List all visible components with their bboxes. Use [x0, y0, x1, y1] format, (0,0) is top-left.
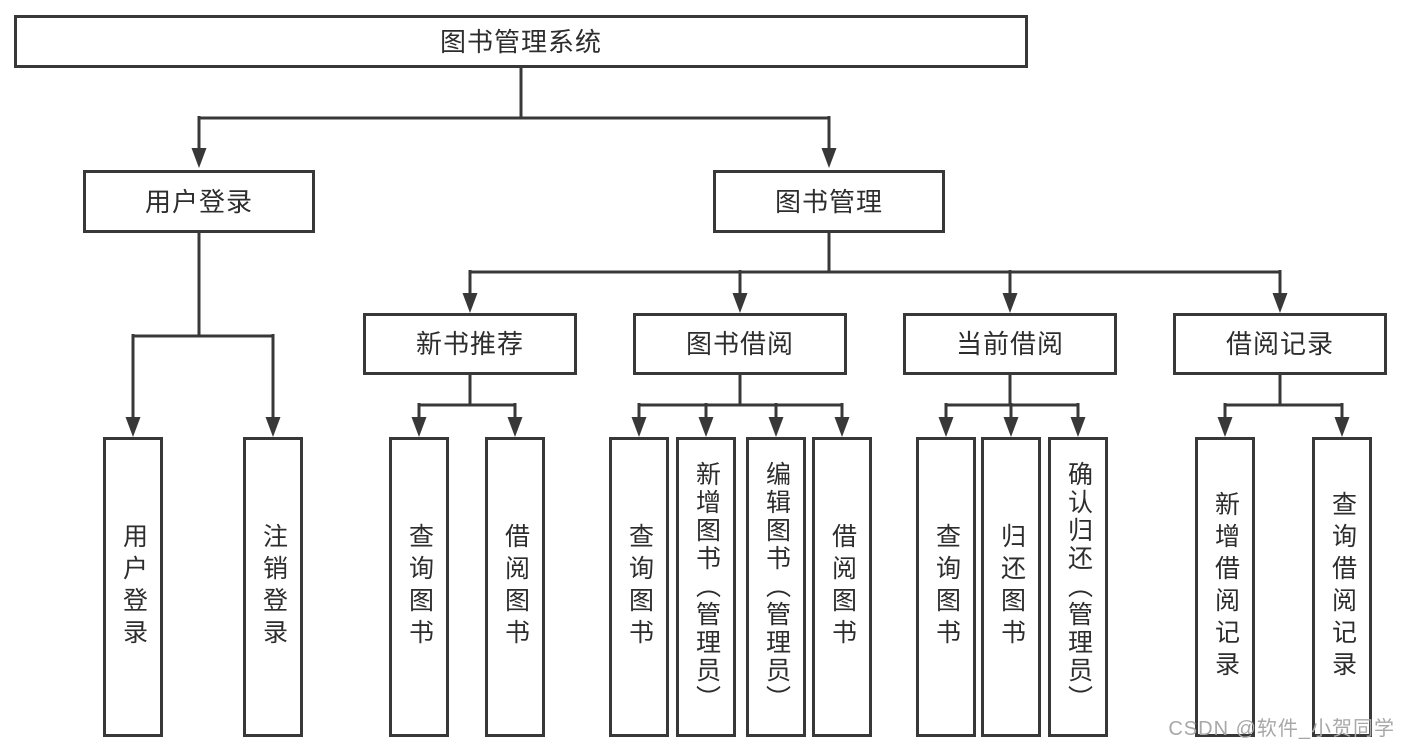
node-new-book-recommend: 新书推荐 — [363, 313, 577, 375]
leaf-bb-query-book: 查询图书 — [609, 437, 669, 737]
node-label: 注销登录 — [259, 523, 288, 651]
node-label: 查询借阅记录 — [1328, 491, 1357, 683]
node-label: 图书管理系统 — [439, 26, 602, 57]
node-label: 归还图书 — [997, 523, 1026, 651]
node-current-borrow: 当前借阅 — [903, 313, 1117, 375]
leaf-br-add-record: 新增借阅记录 — [1195, 437, 1255, 737]
node-label: 查询图书 — [932, 523, 961, 651]
leaf-cb-confirm-return-admin: 确认归还（管理员） — [1048, 437, 1108, 737]
leaf-br-query-record: 查询借阅记录 — [1312, 437, 1372, 737]
node-library-management-system: 图书管理系统 — [14, 15, 1028, 68]
node-label: 借阅图书 — [828, 523, 857, 651]
node-label: 确认归还（管理员） — [1064, 461, 1093, 713]
leaf-user-login: 用户登录 — [103, 437, 163, 737]
node-label: 查询图书 — [625, 523, 654, 651]
node-label: 用户登录 — [119, 523, 148, 651]
node-label: 新书推荐 — [415, 329, 524, 359]
node-label: 借阅图书 — [501, 523, 530, 651]
node-label: 当前借阅 — [955, 329, 1064, 359]
node-label: 借阅记录 — [1225, 329, 1334, 359]
node-book-borrow: 图书借阅 — [633, 313, 847, 375]
node-label: 图书管理 — [774, 186, 883, 217]
node-label: 编辑图书（管理员） — [762, 461, 791, 713]
leaf-bb-edit-book-admin: 编辑图书（管理员） — [746, 437, 806, 737]
leaf-bb-add-book-admin: 新增图书（管理员） — [676, 437, 736, 737]
leaf-cb-query-book: 查询图书 — [916, 437, 976, 737]
node-label: 新增图书（管理员） — [692, 461, 721, 713]
leaf-nbr-borrow-book: 借阅图书 — [485, 437, 545, 737]
leaf-nbr-query-book: 查询图书 — [389, 437, 449, 737]
node-label: 新增借阅记录 — [1211, 491, 1240, 683]
csdn-watermark: CSDN @软件_小贺同学 — [1168, 718, 1395, 740]
node-label: 查询图书 — [405, 523, 434, 651]
node-book-management: 图书管理 — [713, 170, 945, 233]
node-user-login: 用户登录 — [83, 170, 315, 233]
node-borrow-records: 借阅记录 — [1173, 313, 1387, 375]
node-label: 用户登录 — [144, 186, 253, 217]
leaf-bb-borrow-book: 借阅图书 — [812, 437, 872, 737]
node-label: 图书借阅 — [685, 329, 794, 359]
leaf-logout: 注销登录 — [243, 437, 303, 737]
leaf-cb-return-book: 归还图书 — [981, 437, 1041, 737]
